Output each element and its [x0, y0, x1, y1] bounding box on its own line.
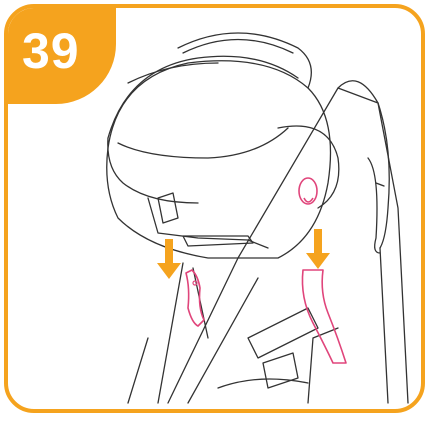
down-arrow-icon: [306, 229, 330, 269]
step-number: 39: [22, 26, 80, 76]
illustration-frame: 39: [4, 4, 425, 413]
